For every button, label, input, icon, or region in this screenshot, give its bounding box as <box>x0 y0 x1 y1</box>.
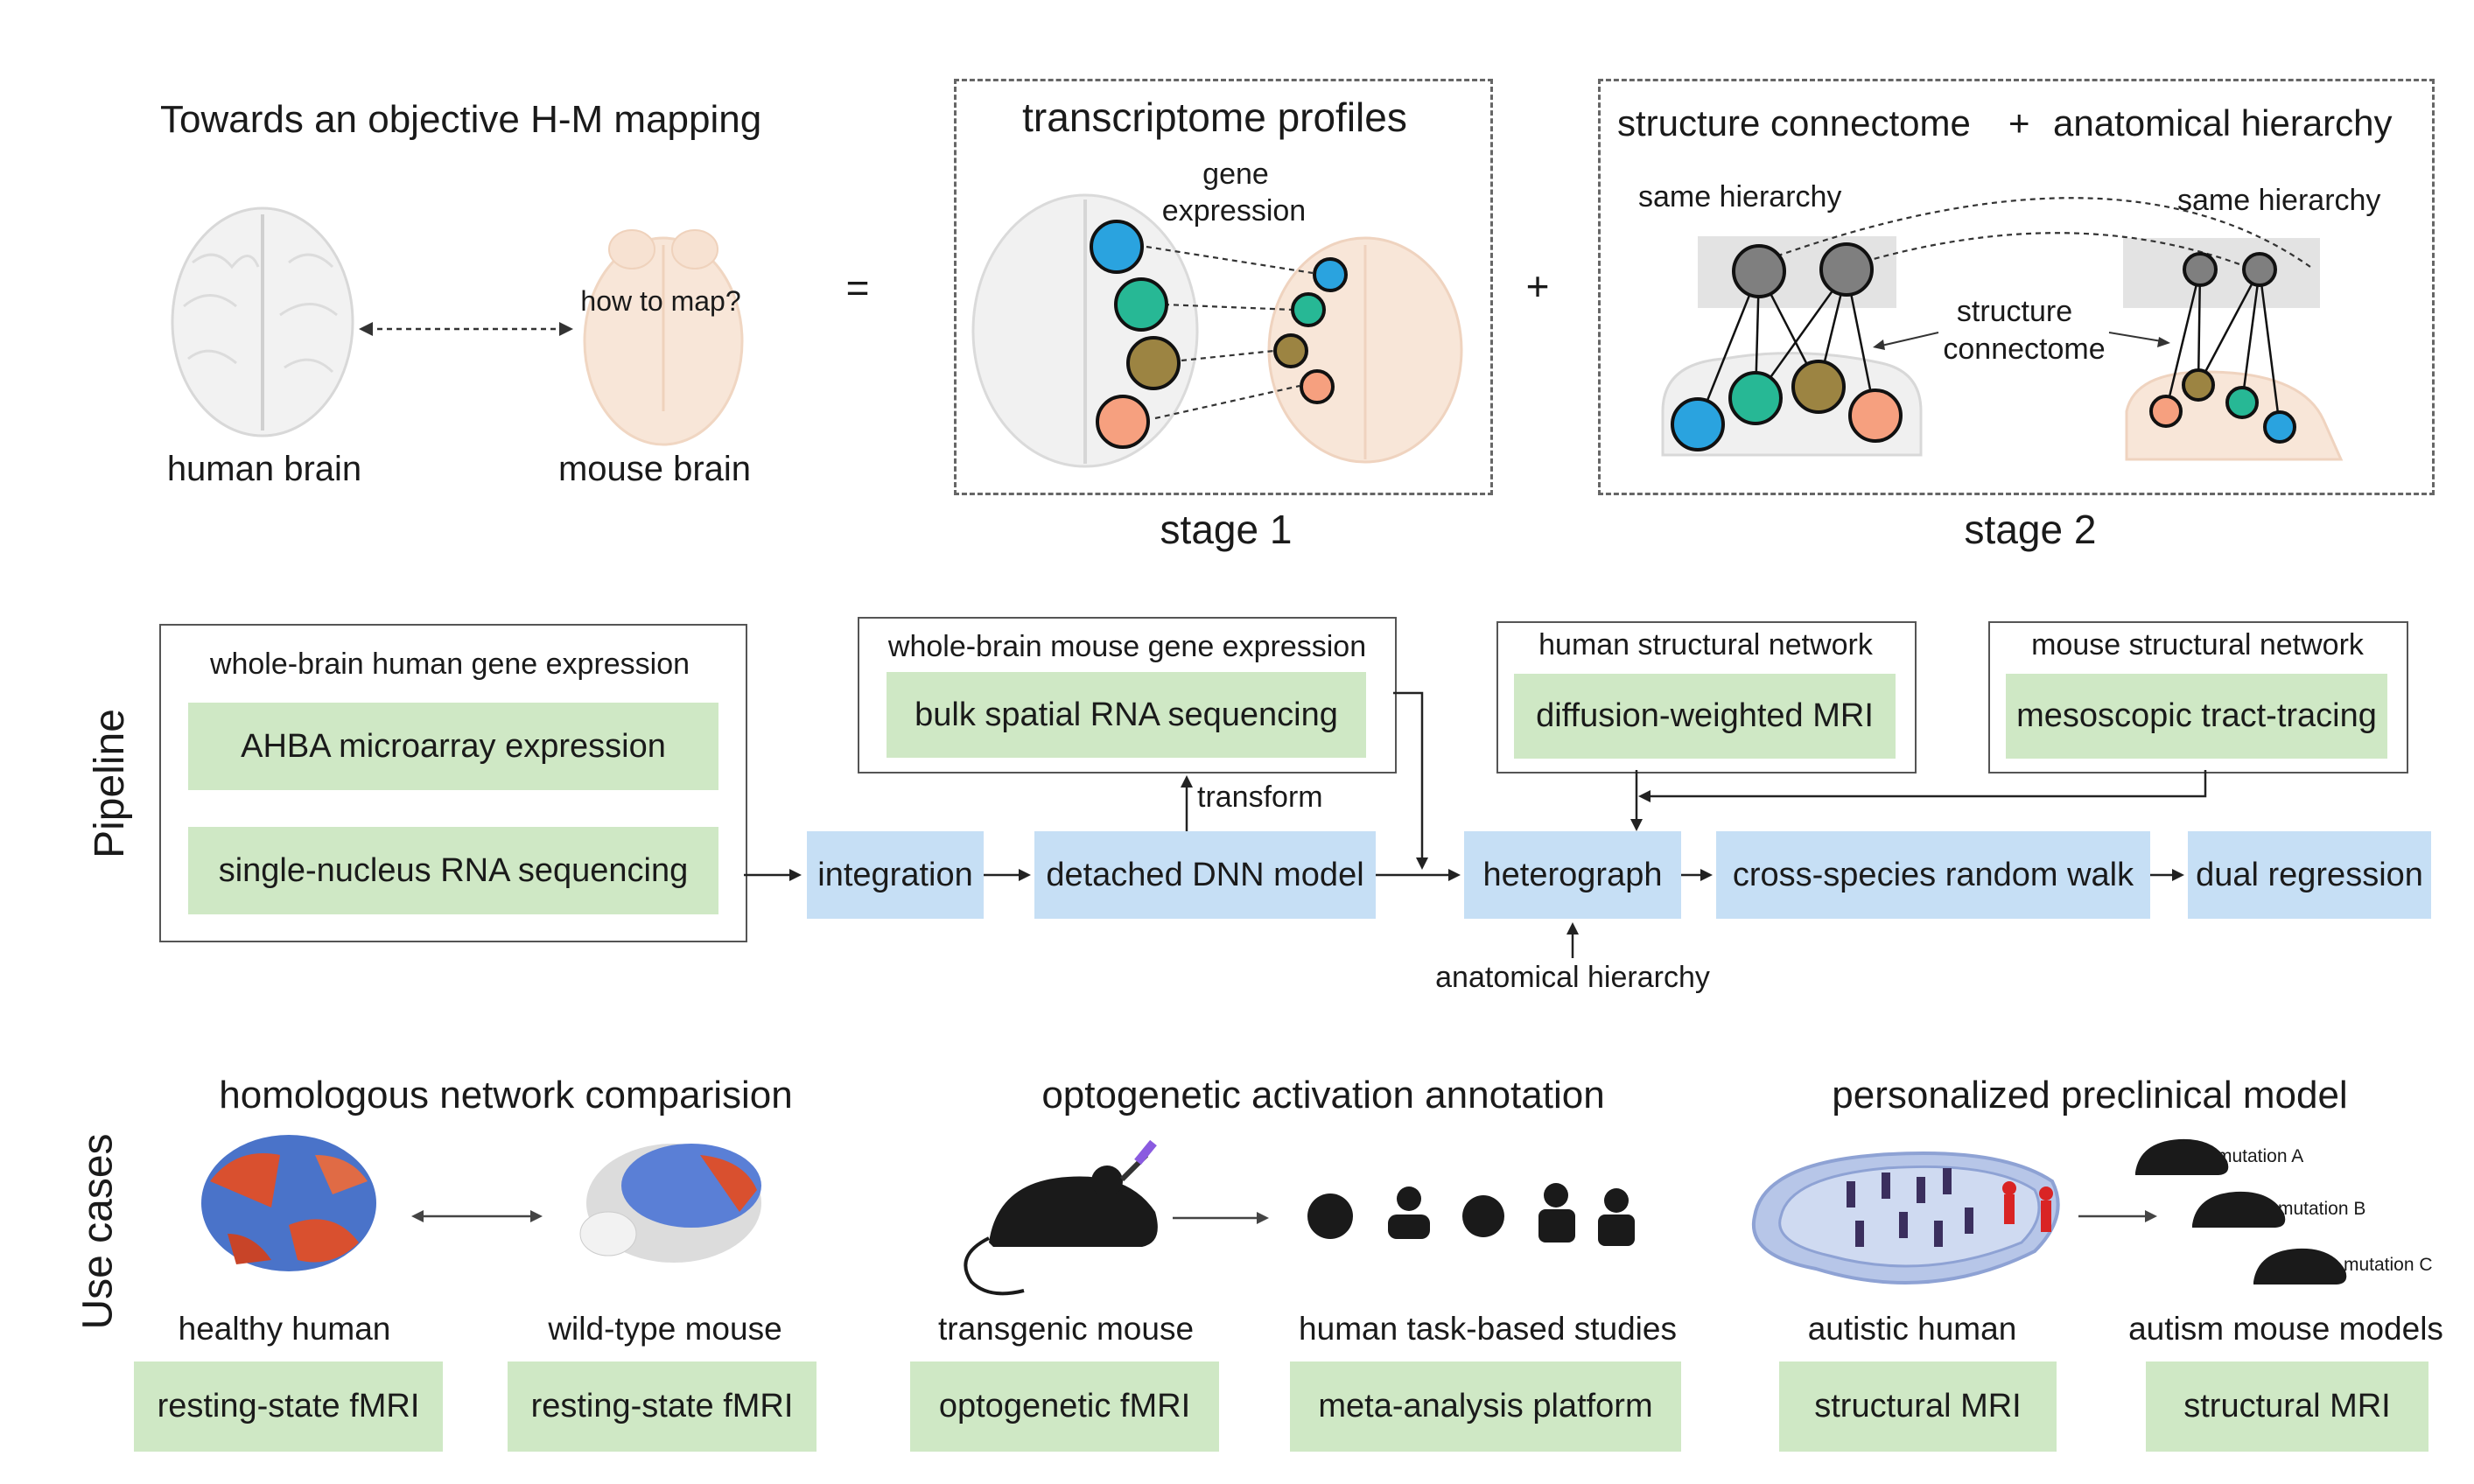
use-case3-right-box: structural MRI <box>2146 1362 2428 1452</box>
random-walk-step: cross-species random walk <box>1716 831 2150 919</box>
stage2-title-b: anatomical hierarchy <box>2053 102 2393 144</box>
use-case2-title: optogenetic activation annotation <box>1041 1074 1605 1116</box>
transgenic-mouse-label: transgenic mouse <box>937 1311 1195 1347</box>
use-case2-left-box: optogenetic fMRI <box>910 1362 1219 1452</box>
mutation-c-label: mutation C <box>2344 1255 2433 1275</box>
healthy-human-label: healthy human <box>178 1311 391 1347</box>
task-studies-label: human task-based studies <box>1299 1311 1677 1347</box>
mutation-b-label: mutation B <box>2278 1199 2366 1219</box>
connectome-label-2: connectome <box>1943 332 2106 366</box>
autistic-human-image <box>1751 1152 2060 1284</box>
use-case1-right-box: resting-state fMRI <box>508 1362 816 1452</box>
transgenic-mouse-icon <box>964 1139 1158 1296</box>
pipeline-side-label: Pipeline <box>86 709 133 858</box>
mutation-a-label: mutation A <box>2217 1146 2304 1166</box>
human-expression-title: whole-brain human gene expression <box>209 648 690 681</box>
stage2-panel <box>1598 79 2435 495</box>
use-cases-side-label: Use cases <box>74 1133 122 1330</box>
stage2-plus: + <box>2008 102 2030 144</box>
stage1-panel <box>954 79 1493 495</box>
use-case1-title: homologous network comparision <box>219 1074 793 1116</box>
human-brain-image <box>171 206 354 438</box>
mouse-expression-title: whole-brain mouse gene expression <box>887 630 1367 663</box>
use-case3-left-box: structural MRI <box>1779 1362 2057 1452</box>
human-brain-label: human brain <box>166 450 362 488</box>
dnn-model-step: detached DNN model <box>1034 831 1376 919</box>
snrna-box: single-nucleus RNA sequencing <box>188 827 718 914</box>
mouse-brain-image <box>583 229 744 446</box>
use-case3-title: personalized preclinical model <box>1832 1074 2348 1116</box>
heterograph-step: heterograph <box>1464 831 1681 919</box>
same-hierarchy-left: same hierarchy <box>1638 180 1842 214</box>
section-title: Towards an objective H-M mapping <box>160 98 762 141</box>
transform-label: transform <box>1197 780 1323 814</box>
dwi-box: diffusion-weighted MRI <box>1514 674 1896 759</box>
stage2-label: stage 2 <box>1964 507 2097 552</box>
use-case2-right-box: meta-analysis platform <box>1290 1362 1681 1452</box>
mouse-structural-title: mouse structural network <box>2031 628 2364 662</box>
tract-tracing-box: mesoscopic tract-tracing <box>2006 674 2387 759</box>
stage1-title: transcriptome profiles <box>1022 94 1407 140</box>
dual-regression-step: dual regression <box>2188 831 2431 919</box>
stage2-title-a: structure connectome <box>1617 102 1971 144</box>
wild-type-mouse-label: wild-type mouse <box>548 1311 782 1347</box>
human-structural-title: human structural network <box>1538 628 1873 662</box>
same-hierarchy-right: same hierarchy <box>2177 184 2381 217</box>
integration-step: integration <box>807 831 984 919</box>
bulk-rna-box: bulk spatial RNA sequencing <box>887 672 1366 758</box>
autism-mouse-label: autism mouse models <box>2128 1311 2443 1347</box>
wild-type-mouse-brain-image <box>579 1144 761 1263</box>
autistic-human-label: autistic human <box>1807 1311 2017 1347</box>
autistic-person-icons <box>2002 1181 2053 1232</box>
healthy-human-brain-image <box>201 1135 376 1271</box>
mouse-brain-label: mouse brain <box>557 450 752 488</box>
stage1-label: stage 1 <box>1160 507 1293 552</box>
task-studies-icons <box>1307 1183 1635 1246</box>
people-icons <box>1847 1168 1973 1247</box>
how-to-map-label: how to map? <box>580 285 741 317</box>
gene-expression-label-2: expression <box>1161 194 1307 228</box>
gene-expression-label-1: gene <box>1202 158 1269 191</box>
anatomical-hierarchy-label: anatomical hierarchy <box>1435 961 1710 994</box>
plus-sign: + <box>1525 263 1550 309</box>
ahba-box: AHBA microarray expression <box>188 703 718 790</box>
equals-sign: = <box>845 265 870 311</box>
use-case1-left-box: resting-state fMRI <box>134 1362 443 1452</box>
connectome-label-1: structure <box>1956 295 2073 328</box>
